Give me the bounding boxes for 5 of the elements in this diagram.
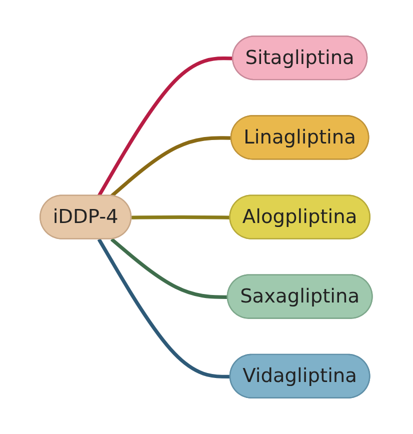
connector xyxy=(132,215,231,220)
connector xyxy=(98,56,234,197)
connector xyxy=(110,136,232,198)
connector xyxy=(110,238,228,299)
connector xyxy=(98,238,231,379)
